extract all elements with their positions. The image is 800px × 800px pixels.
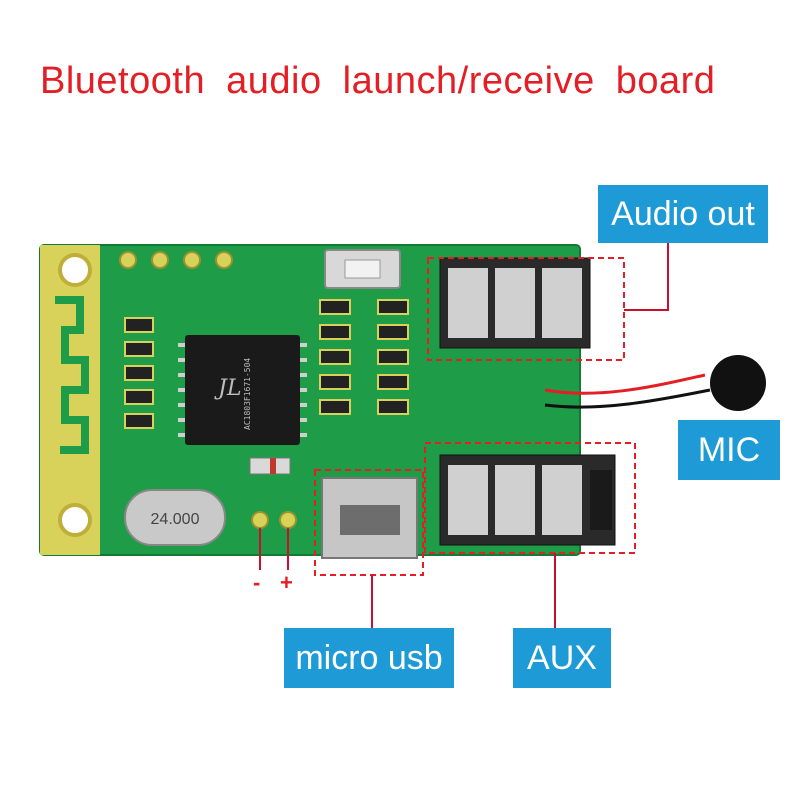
crystal-oscillator [124,489,226,546]
bluetooth-chip [185,335,300,445]
antenna-trace [55,296,89,454]
plus-label: + [280,570,293,595]
micro-usb-callout: micro usb [284,628,454,688]
mic-callout: MIC [678,420,780,480]
header-pins [119,251,233,269]
chip-marking: JL [214,376,241,401]
chip-code: AC1803F1671-504 [243,358,252,430]
power-pad-minus [251,511,269,529]
audio-out-jacks [439,257,591,349]
crystal-label: 24.000 [151,511,200,528]
microphone [710,355,766,411]
audio-out-callout: Audio out [598,185,768,243]
minus-label: - [253,570,261,595]
micro-usb-opening [340,505,400,535]
mount-hole-bottom [58,503,92,537]
audio-out-leader [624,240,669,311]
smd-components [124,299,409,429]
aux-callout: AUX [513,628,611,688]
audio-out-highlight [427,257,625,361]
diode-band [270,458,276,474]
mic-wire-black [544,388,711,409]
micro-usb-highlight [314,469,424,576]
mic-wire-red [544,373,706,395]
power-pad-plus [279,511,297,529]
aux-jacks [439,454,616,546]
chip-pins [178,343,307,437]
push-button-cap [344,259,381,279]
mount-hole-top [58,253,92,287]
aux-highlight [424,442,636,554]
page-title: Bluetooth audio launch/receive board [40,60,716,102]
